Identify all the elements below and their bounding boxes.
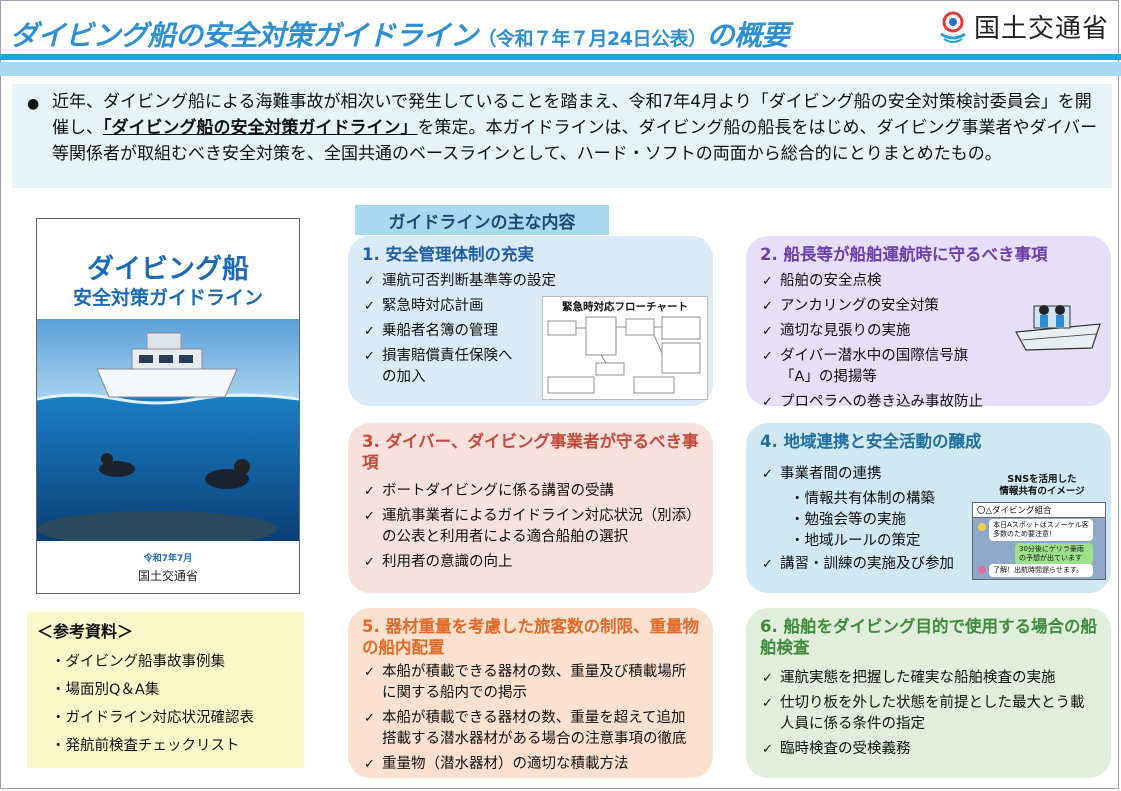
- section-5-item: 本船が積載できる器材の数、重量を超えて追加搭載する潜水器材がある場合の注意事項の…: [362, 708, 699, 750]
- reference-item: ・ダイビング船事故事例集: [51, 654, 225, 670]
- section-3-card: 3. ダイバー、ダイビング事業者が守るべき事項 ボートダイビングに係る講習の受講…: [348, 423, 713, 593]
- flowchart-figure: 緊急時対応フローチャート: [542, 296, 708, 400]
- guideline-cover: ダイビング船 安全対策ガイドライン 令和7年7月 国土交通省: [36, 218, 300, 594]
- section-2-item: 適切な見張りの実施: [760, 321, 1097, 342]
- intro-text-after: を策定。本ガイドラインは、ダイビング船の船長をはじめ、ダイビング事業者やダイバー…: [52, 118, 1098, 164]
- flowchart-title: 緊急時対応フローチャート: [562, 301, 688, 313]
- cover-title: ダイビング船: [87, 254, 249, 285]
- section-2-item: アンカリングの安全対策: [760, 296, 1097, 317]
- section-2-item: 船舶の安全点検: [760, 271, 1097, 292]
- section-1-item: 損害賠償責任保険への加入: [362, 346, 522, 388]
- sns-message: 30分後にゲリラ豪雨の予想が出ています: [1015, 543, 1093, 565]
- ministry-name: 国土交通省: [974, 14, 1110, 44]
- header-bar-light: [0, 62, 1121, 76]
- user-avatar-icon: [978, 523, 986, 531]
- main-contents-label: ガイドラインの主な内容: [355, 205, 609, 235]
- intro-box: ● 近年、ダイビング船による海難事故が相次いで発生していることを踏まえ、令和7年…: [12, 84, 1112, 188]
- intro-bullet: ●: [27, 96, 40, 112]
- section-4-item: 事業者間の連携: [760, 464, 1097, 485]
- title-main: ダイビング船の安全対策ガイドライン: [10, 19, 478, 52]
- section-6-item: 臨時検査の受検義務: [760, 739, 1097, 760]
- section-3-title: 3. ダイバー、ダイビング事業者が守るべき事項: [362, 432, 699, 472]
- section-5-item: 重量物（潜水器材）の適切な積載方法: [362, 754, 699, 775]
- header-bar: [0, 54, 1121, 60]
- section-4-subitem: ・地域ルールの策定: [790, 533, 921, 549]
- user-avatar-icon: [978, 566, 986, 574]
- sns-caption-line: 情報共有のイメージ: [999, 486, 1085, 497]
- section-5-card: 5. 器材重量を考慮した旅客数の制限、重量物の船内配置 本船が積載できる器材の数…: [348, 608, 713, 778]
- section-4-subitem: ・勉強会等の実施: [790, 512, 906, 528]
- reference-item: ・発航前検査チェックリスト: [51, 738, 240, 754]
- ministry-emblem-icon: [940, 11, 966, 43]
- section-1-title: 1. 安全管理体制の充実: [362, 245, 534, 264]
- flowchart-diagram: [547, 316, 701, 394]
- cover-subtitle: 安全対策ガイドライン: [72, 287, 263, 309]
- page-title: ダイビング船の安全対策ガイドライン（令和７年７月24日公表）の概要: [10, 14, 789, 54]
- sns-message: 了解！出航時間遅らせます。: [989, 564, 1093, 577]
- section-2-item: プロペラへの巻き込み事故防止: [760, 392, 1097, 413]
- cover-date: 令和7年7月: [143, 554, 193, 564]
- sns-caption-line: SNSを活用した: [1007, 474, 1077, 485]
- section-1-item: 運航可否判断基準等の設定: [362, 271, 699, 292]
- section-6-title: 6. 船舶をダイビング目的で使用する場合の船舶検査: [760, 617, 1097, 657]
- section-3-item: 利用者の意識の向上: [362, 552, 699, 573]
- section-4-title: 4. 地域連携と安全活動の醸成: [760, 432, 982, 451]
- section-3-item: 運航事業者によるガイドライン対応状況（別添）の公表と利用者による適合船舶の選択: [362, 506, 699, 548]
- sns-group-name: 〇△ダイビング組合: [973, 503, 1105, 518]
- cover-ocean-image: [37, 319, 299, 541]
- cover-publisher: 国土交通省: [137, 569, 198, 583]
- sns-message: 本日Aスポットはスノーケル客多数のため要注意！: [989, 519, 1093, 541]
- ministry-logo: 国土交通省: [938, 8, 1109, 45]
- section-5-title: 5. 器材重量を考慮した旅客数の制限、重量物の船内配置: [362, 617, 699, 657]
- reference-item: ・ガイドライン対応状況確認表: [51, 710, 254, 726]
- section-3-item: ボートダイビングに係る講習の受講: [362, 481, 699, 502]
- references-box: ＜参考資料＞ ・ダイビング船事故事例集 ・場面別Q＆A集 ・ガイドライン対応状況…: [27, 612, 304, 768]
- section-2-title: 2. 船長等が船舶運航時に守るべき事項: [760, 245, 1048, 264]
- title-suffix: の概要: [706, 19, 789, 52]
- section-1-item: 乗船者名簿の管理: [362, 321, 699, 342]
- intro-text-before: 近年、ダイビング船による海難事故が相次いで発生していることを踏まえ、令和7年4月…: [52, 92, 1092, 138]
- boat-captain-illustration: [1015, 305, 1101, 351]
- section-4-item: 講習・訓練の実施及び参加: [760, 554, 1097, 575]
- section-5-item: 本船が積載できる器材の数、重量及び積載場所に関する船内での掲示: [362, 662, 699, 704]
- section-2-item: ダイバー潜水中の国際信号旗「A」の掲揚等: [760, 346, 998, 388]
- sns-chat-mock: 〇△ダイビング組合 本日Aスポットはスノーケル客多数のため要注意！ 30分後にゲ…: [972, 502, 1106, 580]
- reference-item: ・場面別Q＆A集: [51, 682, 160, 698]
- section-6-item: 運航実態を把握した確実な船舶検査の実施: [760, 668, 1097, 689]
- title-date: （令和７年７月24日公表）: [477, 28, 707, 50]
- section-1-item: 緊急時対応計画: [362, 296, 699, 317]
- section-6-item: 仕切り板を外した状態を前提とした最大とう載人員に係る条件の指定: [760, 693, 1097, 735]
- references-title: ＜参考資料＞: [37, 622, 134, 641]
- section-4-subitem: ・情報共有体制の構築: [790, 491, 935, 507]
- intro-emphasis: 「ダイビング船の安全対策ガイドライン」: [103, 118, 418, 138]
- sns-caption: SNSを活用した 情報共有のイメージ: [978, 474, 1106, 498]
- section-6-card: 6. 船舶をダイビング目的で使用する場合の船舶検査 運航実態を把握した確実な船舶…: [746, 608, 1111, 778]
